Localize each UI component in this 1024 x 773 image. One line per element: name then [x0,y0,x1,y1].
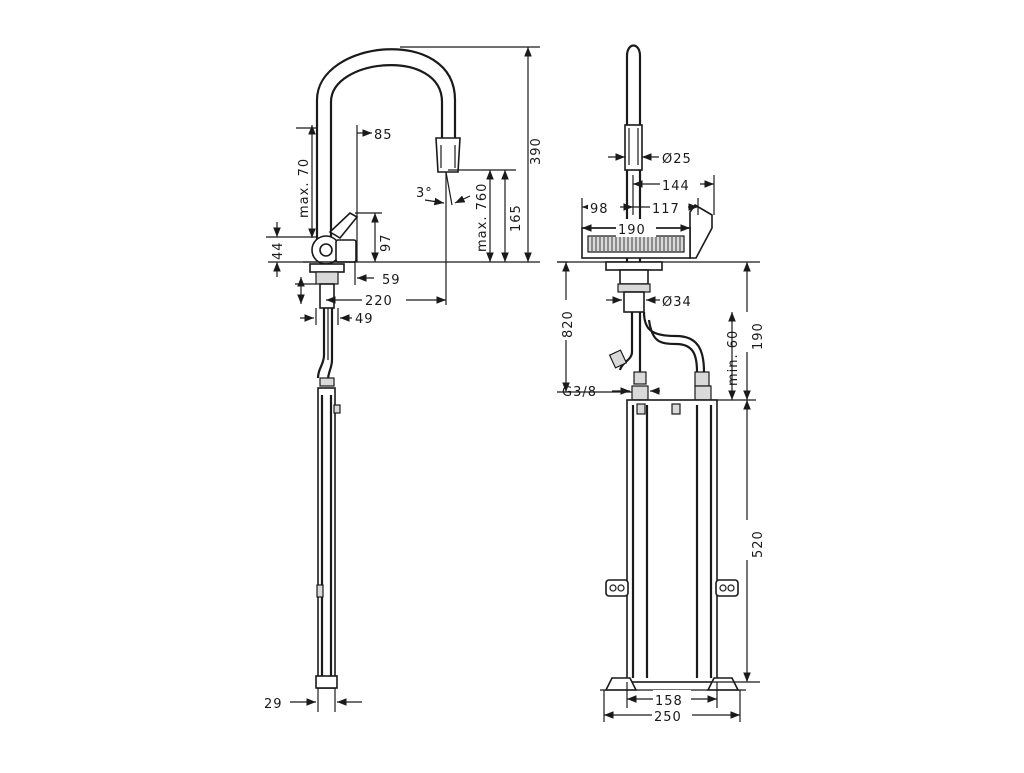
dim-520: 520 [751,530,766,558]
dim-dia25: Ø25 [662,152,692,167]
spout-front [625,44,642,262]
dim-220: 220 [365,294,393,309]
dim-44: 44 [271,241,286,260]
dim-85: 85 [374,128,393,143]
dim-97: 97 [379,233,394,252]
dim-49: 49 [355,312,374,327]
dim-59: 59 [382,273,401,288]
dim-29: 29 [264,697,283,712]
lever [328,212,359,240]
dim-190-right: 190 [751,322,766,350]
spout-inner [329,64,444,240]
dim-min60: min. 60 [726,330,741,386]
clip-left [605,579,629,597]
dim-158: 158 [655,694,683,709]
spray-head [435,137,461,173]
dim-dia34: Ø34 [662,295,692,310]
dim-190-top: 190 [618,223,646,238]
dim-max70: max. 70 [297,158,312,218]
hoses-front [618,312,634,371]
dim-250: 250 [654,710,682,725]
dim-390: 390 [529,137,544,165]
lever-front [689,203,713,259]
front-view: Ø25 144 98 [557,44,766,725]
dim-max760: max. 760 [475,183,490,252]
dim-820: 820 [561,310,576,338]
hoses [316,308,326,379]
foot-left [604,677,638,691]
dim-98: 98 [590,202,609,217]
dim-angle: 3° [416,186,433,201]
dim-165: 165 [509,204,524,232]
spout-outline [315,48,457,240]
dim-144: 144 [662,179,690,194]
hose-box-front [626,399,718,683]
side-view: max. 70 85 390 max. 760 165 3° 97 44 59 [264,46,544,712]
hose-box-side [317,387,336,689]
dim-117: 117 [652,202,680,217]
clip-right [715,579,739,597]
base-plate [309,263,345,273]
dim-g38: G3/8 [562,385,597,400]
foot-right [706,677,740,691]
